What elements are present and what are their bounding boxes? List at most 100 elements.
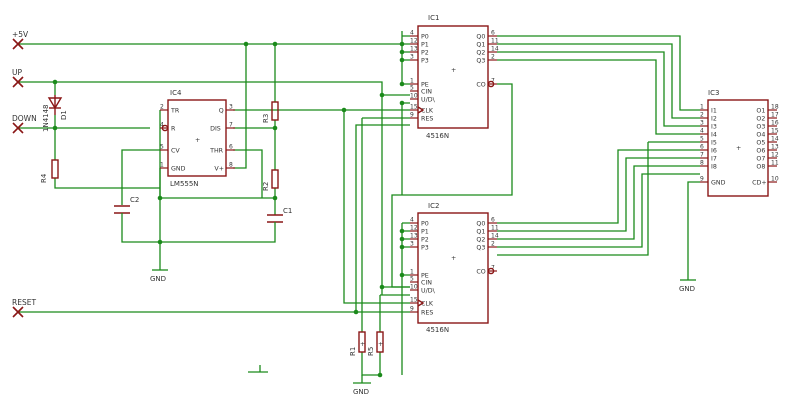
ic4-pin-v[interactable]: 8V+ [214, 162, 235, 173]
ic2-pin-pe[interactable]: 1PE [410, 269, 429, 280]
r1-plus: + [360, 341, 365, 348]
resistor-r3[interactable]: R3 [262, 101, 279, 123]
net-reset[interactable]: RESET [12, 298, 36, 318]
ic3-pin-i6[interactable]: 6I6 [700, 144, 717, 155]
ic2-pin-q3[interactable]: 2Q3 [476, 241, 497, 252]
diode-d1[interactable]: D1 1N4148 [42, 95, 68, 132]
resistor-r5[interactable]: + R5 [367, 331, 384, 356]
capacitor-c2[interactable]: C2 [114, 196, 139, 215]
ic3-plus: + [736, 145, 741, 152]
ic1-pin-label: Q1 [476, 41, 485, 48]
ic1-pin-p0[interactable]: 4P0 [410, 30, 429, 41]
ic4-pin-label: R [171, 125, 176, 132]
ic3-pin-i8[interactable]: 8I8 [700, 160, 717, 171]
net-down[interactable]: DOWN [12, 114, 37, 134]
ic2-pin-co[interactable]: 7CO [476, 265, 497, 276]
ic1-pin-num: 4 [410, 30, 414, 37]
resistor-r1[interactable]: + R1 [349, 331, 366, 356]
ic3-pin-num: 15 [771, 128, 779, 135]
capacitor-c1[interactable]: C1 [267, 207, 292, 230]
ic1-pin-num: 12 [410, 38, 418, 45]
net-reset-label: RESET [12, 298, 36, 307]
d1-name: D1 [60, 110, 68, 120]
ic3-pin-label: O7 [756, 155, 765, 162]
ic3-pin-i5[interactable]: 5I5 [700, 136, 717, 147]
ic1-pin-q3[interactable]: 2Q3 [476, 54, 497, 65]
ic4-pin-num: 7 [229, 122, 233, 129]
ic3-pin-i7[interactable]: 7I7 [700, 152, 717, 163]
ic1-pin-label: CIN [421, 88, 432, 95]
ic1-pin-label: RES [421, 115, 433, 122]
r3-label: R3 [262, 114, 270, 123]
ic4-pin-label: DIS [210, 125, 221, 132]
ic3-pin-i2[interactable]: 2I2 [700, 112, 717, 123]
ic3-pin-num: 13 [771, 144, 779, 151]
ic3-pin-i3[interactable]: 3I3 [700, 120, 717, 131]
net-vcc[interactable]: +5V [12, 30, 29, 50]
ic2-pin-p3[interactable]: 3P3 [410, 241, 429, 252]
ic3-pin-i1[interactable]: 1I1 [700, 104, 717, 115]
net-up[interactable]: UP [12, 68, 24, 88]
wires [18, 31, 700, 376]
gnd-ic3: GND [679, 279, 696, 293]
ic3-pin-label: GND [711, 179, 726, 186]
ic2-pin-num: 4 [410, 217, 414, 224]
ic1-pin-co[interactable]: 7CO [476, 78, 497, 89]
ic4-pin-dis[interactable]: 7 DIS [210, 122, 235, 133]
ic1-pin-ud[interactable]: 10U/D\ [410, 93, 436, 104]
ic2-pin-num: 5 [410, 276, 414, 283]
ic2-pin-p0[interactable]: 4P0 [410, 217, 429, 228]
ic4-pin-q[interactable]: 3Q [219, 104, 235, 115]
ic2-pin-num: 12 [410, 225, 418, 232]
ic1-pin-p3[interactable]: 3P3 [410, 54, 429, 65]
ic1-body [417, 25, 489, 129]
ic3-pin-label: O3 [756, 123, 765, 130]
ic1-pin-q0[interactable]: 6Q0 [476, 30, 497, 41]
ic1-chip[interactable]: +IC14516N4P012P113P23P31PE5CIN10U/D\15CL… [410, 14, 499, 140]
ic1-pin-pe[interactable]: 1PE [410, 78, 429, 89]
ic2-pin-label: PE [421, 272, 429, 279]
ic3-chip[interactable]: +IC31I12I23I34I45I56I67I78I89GND18O117O2… [700, 89, 779, 197]
ic4-pin-tr[interactable]: 2TR [160, 104, 180, 115]
ic4-pin-r[interactable]: 4R [160, 122, 176, 133]
ic3-pin-num: 3 [700, 120, 704, 127]
ic3-pin-i4[interactable]: 4I4 [700, 128, 717, 139]
ic4-pin-cv[interactable]: 5CV [160, 144, 180, 155]
gnd-ic4-label: GND [150, 275, 166, 283]
ic2-pin-label: RES [421, 309, 433, 316]
ic3-pin-label: O4 [756, 131, 765, 138]
resistor-r2[interactable]: R2 [262, 169, 279, 191]
ic2-pin-ud[interactable]: 10U/D\ [410, 284, 436, 295]
ic2-chip[interactable]: +IC24516N4P012P113P23P31PE5CIN10U/D\15CL… [410, 202, 499, 334]
ic3-pin-o4[interactable]: 15 O4 [756, 128, 778, 139]
ic2-pin-q0[interactable]: 6Q0 [476, 217, 497, 228]
resistor-r4[interactable]: R4 [40, 159, 59, 183]
ic2-pin-label: Q0 [476, 220, 485, 227]
